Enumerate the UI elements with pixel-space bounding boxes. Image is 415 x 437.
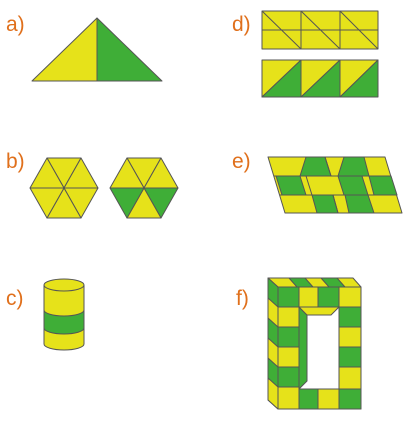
shape-b-hexagon-yellow: [29, 157, 99, 219]
shape-a-triangle: [31, 17, 163, 82]
shape-f-block-frame: [267, 277, 362, 410]
label-c: c): [6, 287, 24, 310]
triangle-half-green: [96, 17, 163, 82]
shape-b-hexagon-mixed: [109, 157, 179, 219]
triangle-half-yellow: [31, 17, 98, 82]
shape-d-strip-top: [261, 10, 379, 50]
shape-d-strip-bottom: [261, 59, 379, 98]
label-b: b): [6, 150, 25, 173]
label-e: e): [232, 150, 251, 173]
shape-c-cylinder: [43, 278, 85, 351]
label-f: f): [236, 287, 249, 310]
label-d: d): [232, 13, 251, 36]
label-a: a): [6, 13, 25, 36]
shape-e-parallelogram: [267, 156, 403, 214]
